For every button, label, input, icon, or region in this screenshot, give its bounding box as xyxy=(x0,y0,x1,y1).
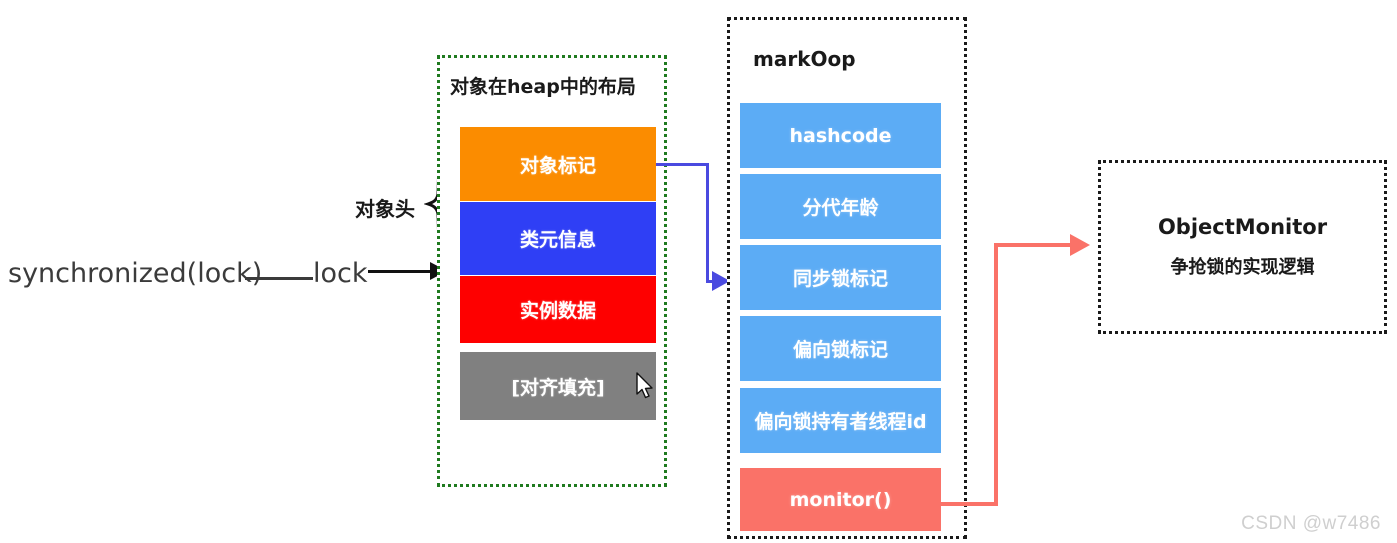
mark-to-markoop-segment-1 xyxy=(656,163,709,166)
markoop-field-sync-lock-flag: 同步锁标记 xyxy=(740,245,941,310)
mark-to-markoop-arrow-head-icon xyxy=(712,271,730,291)
objectmonitor-subtitle: 争抢锁的实现逻辑 xyxy=(1170,257,1315,278)
objectmonitor-title: ObjectMonitor xyxy=(1157,215,1328,239)
objectmonitor-box: ObjectMonitor 争抢锁的实现逻辑 xyxy=(1098,160,1387,334)
heap-block-object-mark: 对象标记 xyxy=(460,127,656,201)
monitor-to-objectmonitor-segment-2 xyxy=(994,243,998,506)
monitor-to-objectmonitor-arrow-head-icon xyxy=(1070,234,1090,256)
heap-block-class-metadata: 类元信息 xyxy=(460,202,656,275)
watermark: CSDN @w7486 xyxy=(1241,513,1381,534)
mark-to-markoop-segment-2 xyxy=(706,163,709,283)
markoop-field-biased-lock-thread-id: 偏向锁持有者线程id xyxy=(740,388,941,453)
expression-connector-line xyxy=(245,277,313,280)
markoop-field-monitor: monitor() xyxy=(740,468,941,531)
markoop-field-hashcode: hashcode xyxy=(740,103,941,168)
markoop-field-generational-age: 分代年龄 xyxy=(740,174,941,239)
markoop-field-biased-lock-flag: 偏向锁标记 xyxy=(740,316,941,381)
heap-block-alignment-padding: [对齐填充] xyxy=(460,352,656,420)
heap-block-instance-data: 实例数据 xyxy=(460,276,656,343)
markoop-title: markOop xyxy=(753,47,856,71)
synchronized-expression-label: synchronized(lock) xyxy=(8,258,263,289)
heap-layout-title: 对象在heap中的布局 xyxy=(450,76,636,98)
mouse-pointer-icon xyxy=(636,372,653,399)
lock-arrow-line xyxy=(368,270,440,273)
object-header-label: 对象头 xyxy=(355,197,415,221)
lock-label: lock xyxy=(313,258,368,289)
monitor-to-objectmonitor-segment-1 xyxy=(938,502,998,506)
monitor-to-objectmonitor-segment-3 xyxy=(994,243,1076,247)
